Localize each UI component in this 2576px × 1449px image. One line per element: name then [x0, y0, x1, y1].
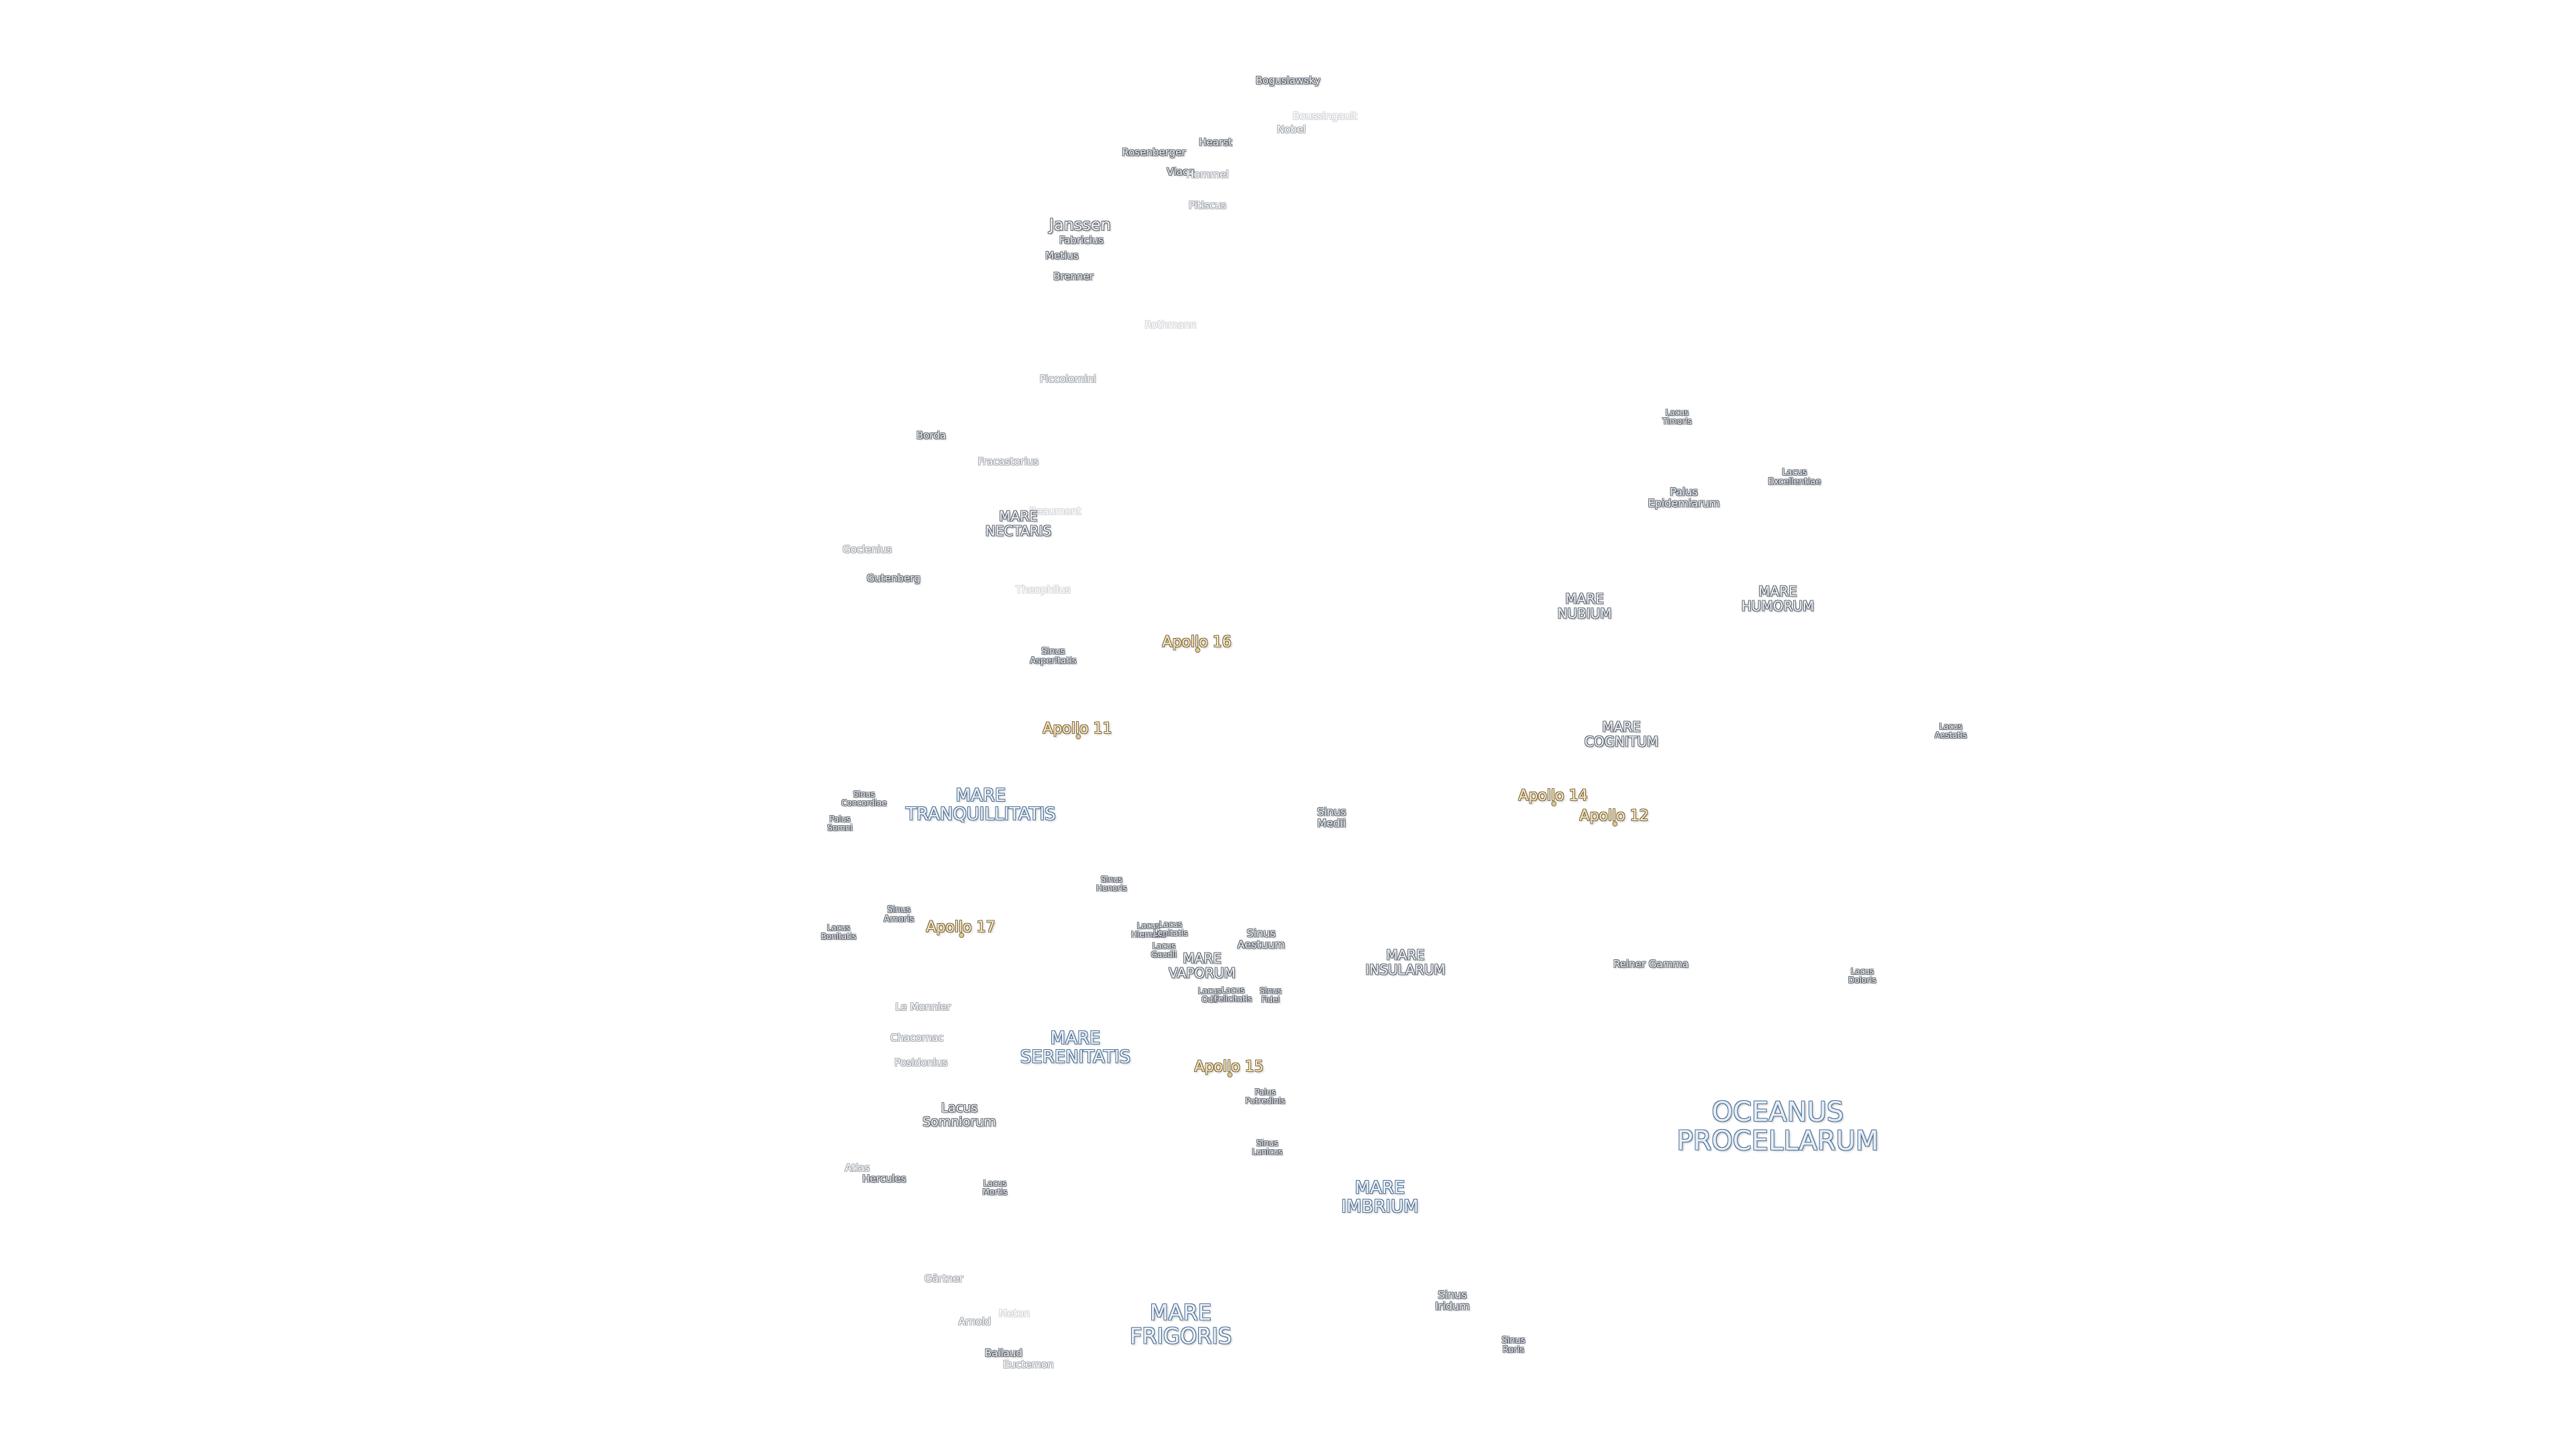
feature-label-nobel[interactable]: Nobel [1277, 123, 1306, 136]
feature-label-sinus-amoris[interactable]: Sinus Amoris [883, 904, 914, 924]
feature-label-mare-serenitatis[interactable]: MARE SERENITATIS [1020, 1028, 1131, 1067]
feature-label-janssen[interactable]: Janssen [1049, 215, 1111, 235]
landing-site-apollo-12[interactable]: Apollo 12 [1579, 808, 1649, 826]
feature-label-metius[interactable]: Metius [1045, 249, 1079, 262]
feature-label-chacornac[interactable]: Chacornac [890, 1031, 944, 1044]
feature-label-sinus-concordiae[interactable]: Sinus Concordiae [841, 790, 887, 808]
feature-label-euctemon[interactable]: Euctemon [1003, 1358, 1054, 1371]
feature-label-arnold[interactable]: Arnold [958, 1315, 991, 1328]
feature-label-mare-nectaris[interactable]: MARE NECTARIS [985, 508, 1052, 539]
feature-label-palus-somni[interactable]: Palus Somni [827, 814, 853, 833]
feature-label-oceanus-procellarum[interactable]: OCEANUS PROCELLARUM [1676, 1096, 1879, 1157]
feature-label-palus-epidemiarum[interactable]: Palus Epidemiarum [1648, 485, 1720, 510]
feature-label-lacus-aestatis[interactable]: Lacus Aestatis [1935, 722, 1967, 740]
feature-label-sinus-medii[interactable]: Sinus Medii [1317, 805, 1346, 830]
feature-label-sinus-roris[interactable]: Sinus Roris [1501, 1335, 1525, 1355]
feature-label-boguslawsky[interactable]: Boguslawsky [1255, 74, 1321, 87]
feature-label-mare-insularum[interactable]: MARE INSULARUM [1365, 947, 1446, 977]
feature-label-lacus-hiemalis[interactable]: Lacus Hiemalis [1131, 921, 1166, 939]
feature-label-lacus-timoris[interactable]: Lacus Timoris [1662, 408, 1692, 426]
feature-label-mare-frigoris[interactable]: MARE FRIGORIS [1129, 1299, 1232, 1348]
landing-site-apollo-16[interactable]: Apollo 16 [1162, 634, 1232, 653]
feature-label-boussingault[interactable]: Boussingault [1292, 109, 1358, 122]
feature-label-fabricius[interactable]: Fabricius [1059, 233, 1104, 246]
landing-site-apollo-14[interactable]: Apollo 14 [1518, 788, 1588, 806]
feature-label-palus-putredinis[interactable]: Palus Putredinis [1245, 1087, 1285, 1106]
feature-label-sinus-aestuum[interactable]: Sinus Aestuum [1237, 926, 1285, 951]
feature-label-mare-vaporum[interactable]: MARE VAPORUM [1169, 950, 1236, 981]
feature-label-piccolomini[interactable]: Piccolomini [1039, 372, 1097, 385]
feature-label-borda[interactable]: Borda [916, 429, 947, 441]
feature-label-grtner[interactable]: Gärtner [924, 1272, 963, 1285]
feature-label-mare-tranquillitatis[interactable]: MARE TRANQUILLITATIS [906, 785, 1056, 824]
feature-label-lacus-doloris[interactable]: Lacus Doloris [1848, 967, 1876, 985]
feature-label-le-monnier[interactable]: Le Monnier [895, 1000, 951, 1013]
landing-site-apollo-15[interactable]: Apollo 15 [1194, 1059, 1264, 1077]
feature-label-pitiscus[interactable]: Pitiscus [1188, 199, 1227, 211]
feature-label-rosenberger[interactable]: Rosenberger [1122, 146, 1186, 158]
feature-label-gutenberg[interactable]: Gutenberg [867, 572, 920, 584]
feature-label-bailaud[interactable]: Bailaud [984, 1346, 1023, 1359]
feature-label-lacus-felicitatis[interactable]: Lacus Felicitatis [1214, 985, 1252, 1004]
feature-label-atlas[interactable]: Atlas [845, 1161, 870, 1174]
feature-label-lacus-bonitatis[interactable]: Lacus Bonitatis [820, 923, 857, 941]
feature-label-lacus-somniorum[interactable]: Lacus Somniorum [922, 1100, 996, 1129]
feature-label-sinus-fidei[interactable]: Sinus Fidei [1259, 986, 1282, 1004]
feature-label-sinus-asperitatis[interactable]: Sinus Asperitatis [1030, 646, 1077, 666]
feature-label-reiner-gamma[interactable]: Reiner Gamma [1613, 957, 1689, 970]
feature-label-sinus-iridum[interactable]: Sinus Iridum [1435, 1288, 1470, 1313]
feature-label-sinus-lunicus[interactable]: Sinus Lunicus [1252, 1138, 1283, 1157]
feature-label-meton[interactable]: Meton [998, 1307, 1030, 1320]
feature-label-mare-nubium[interactable]: MARE NUBIUM [1557, 590, 1612, 621]
feature-label-hearst[interactable]: Hearst [1199, 136, 1232, 148]
feature-label-brenner[interactable]: Brenner [1053, 270, 1093, 282]
feature-label-sinus-honoris[interactable]: Sinus Honoris [1096, 875, 1127, 893]
feature-label-lacus-gaudii[interactable]: Lacus Gaudii [1150, 941, 1177, 959]
feature-label-beaumont[interactable]: Beaumont [1029, 504, 1081, 517]
feature-label-fracastorius[interactable]: Fracastorius [977, 455, 1039, 468]
landing-site-apollo-11[interactable]: Apollo 11 [1042, 720, 1112, 739]
feature-label-lacus-mortis[interactable]: Lacus Mortis [982, 1179, 1008, 1197]
feature-label-hercules[interactable]: Hercules [862, 1172, 906, 1185]
feature-label-mare-imbrium[interactable]: MARE IMBRIUM [1341, 1177, 1419, 1217]
feature-label-mare-humorum[interactable]: MARE HUMORUM [1741, 583, 1815, 614]
feature-label-lacus-excellentiae[interactable]: Lacus Excellentiae [1768, 467, 1821, 487]
feature-label-lacus-lenitatis[interactable]: Lacus Lenitatis [1153, 920, 1188, 938]
feature-label-posidonius[interactable]: Posidonius [894, 1056, 948, 1069]
feature-label-theophilus[interactable]: Theophilus [1016, 583, 1071, 596]
landing-site-apollo-17[interactable]: Apollo 17 [926, 919, 996, 938]
feature-label-mare-cognitum[interactable]: MARE COGNITUM [1584, 718, 1659, 749]
feature-label-rothmann[interactable]: Rothmann [1144, 318, 1197, 331]
feature-label-goclenius[interactable]: Goclenius [843, 543, 892, 555]
feature-label-lacus-odii[interactable]: Lacus Odii [1197, 986, 1222, 1004]
feature-label-hommel[interactable]: Hommel [1186, 168, 1229, 180]
feature-label-vlacq[interactable]: Vlacq [1167, 165, 1195, 178]
